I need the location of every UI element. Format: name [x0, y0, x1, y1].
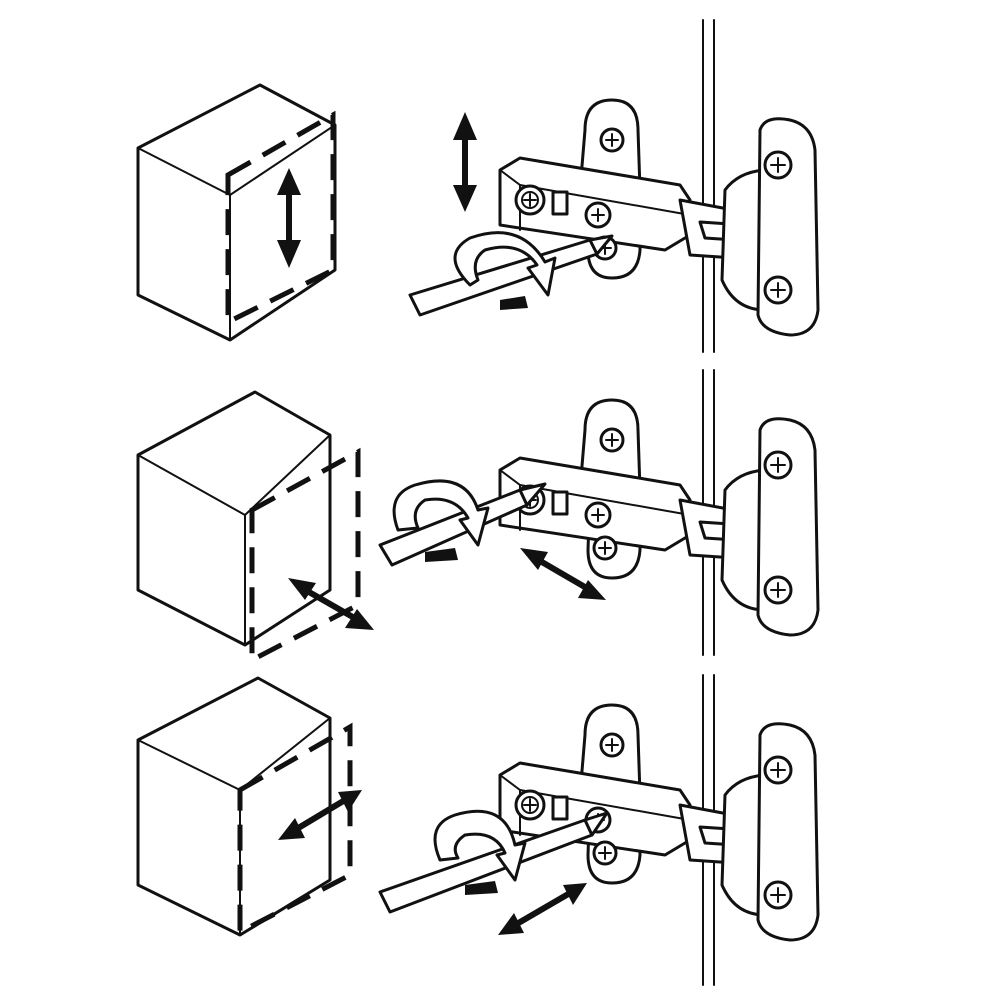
double-arrow-icon: [453, 112, 477, 212]
hinge-icon: [498, 398, 820, 637]
cabinet-icon: [136, 390, 332, 647]
door-outline-icon: [225, 110, 336, 327]
rotation-arrow-icon: [392, 479, 490, 562]
cabinet-icon: [136, 676, 332, 937]
double-arrow-icon: [498, 883, 587, 935]
panel-vertical-adjustment: [136, 83, 820, 342]
double-arrow-icon: [520, 548, 606, 600]
double-arrow-icon: [288, 578, 374, 630]
double-arrow-icon: [277, 168, 301, 268]
cabinet-icon: [136, 83, 337, 342]
panel-depth-adjustment: [136, 390, 820, 665]
door-outline-icon: [249, 447, 361, 665]
rotation-arrow-icon: [433, 809, 527, 895]
rotation-arrow-icon: [453, 231, 557, 310]
double-arrow-icon: [278, 790, 362, 840]
panel-lateral-adjustment: [136, 676, 820, 942]
door-outline-icon: [237, 722, 353, 937]
hinge-icon: [498, 98, 820, 337]
